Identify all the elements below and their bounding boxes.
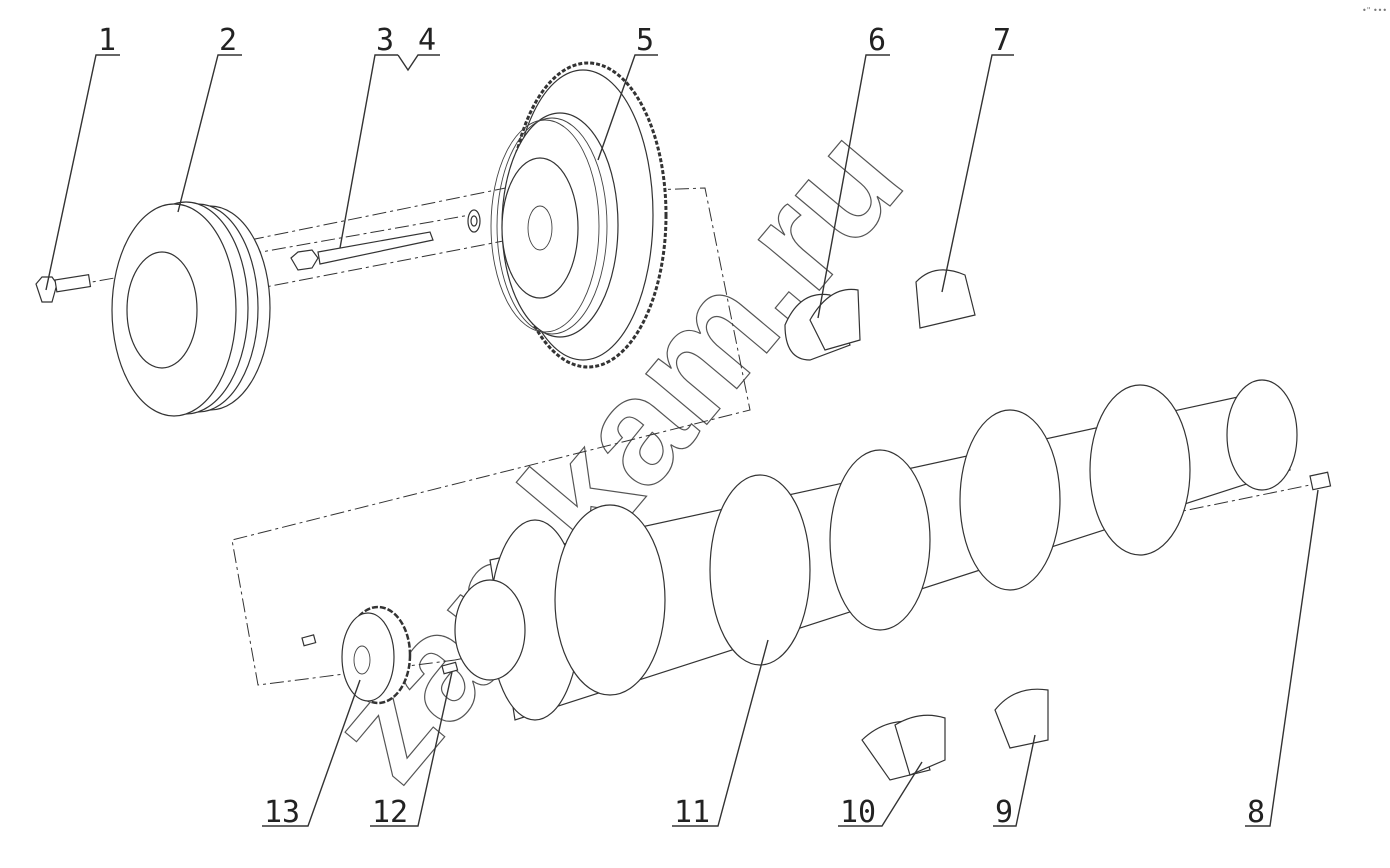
part-5-damper [490, 61, 668, 369]
callout-1: 1 [98, 23, 116, 58]
callout-9: 9 [995, 795, 1013, 830]
part-6-bearing-shell [784, 288, 861, 361]
callout-5: 5 [636, 23, 654, 58]
part-1-bolt [35, 273, 92, 303]
callout-4: 4 [418, 23, 436, 58]
callout-3: 3 [376, 23, 394, 58]
part-3-long-bolt [290, 231, 434, 271]
callout-13: 13 [264, 795, 300, 830]
part-11-crankshaft [454, 379, 1298, 721]
part-8-pin [1309, 471, 1332, 491]
part-7-bearing-shell [915, 269, 976, 329]
part-13-gear [341, 605, 412, 705]
callout-7: 7 [993, 23, 1011, 58]
part-10-bearing-shell [861, 714, 946, 781]
callout-11: 11 [674, 795, 710, 830]
leader-lines [45, 54, 1319, 827]
callout-12: 12 [372, 795, 408, 830]
part-2-pulley [111, 201, 271, 417]
corner-mark: •" ••• [1362, 6, 1387, 15]
callout-8: 8 [1247, 795, 1265, 830]
part-9-bearing-shell [994, 688, 1049, 749]
part-12-dowel-pin [301, 634, 459, 675]
callout-2: 2 [219, 23, 237, 58]
callout-10: 10 [840, 795, 876, 830]
callout-6: 6 [868, 23, 886, 58]
part-4-washer [467, 209, 481, 233]
callout-labels: 1 2 3 4 5 6 7 8 9 10 11 12 13 [98, 23, 1265, 830]
